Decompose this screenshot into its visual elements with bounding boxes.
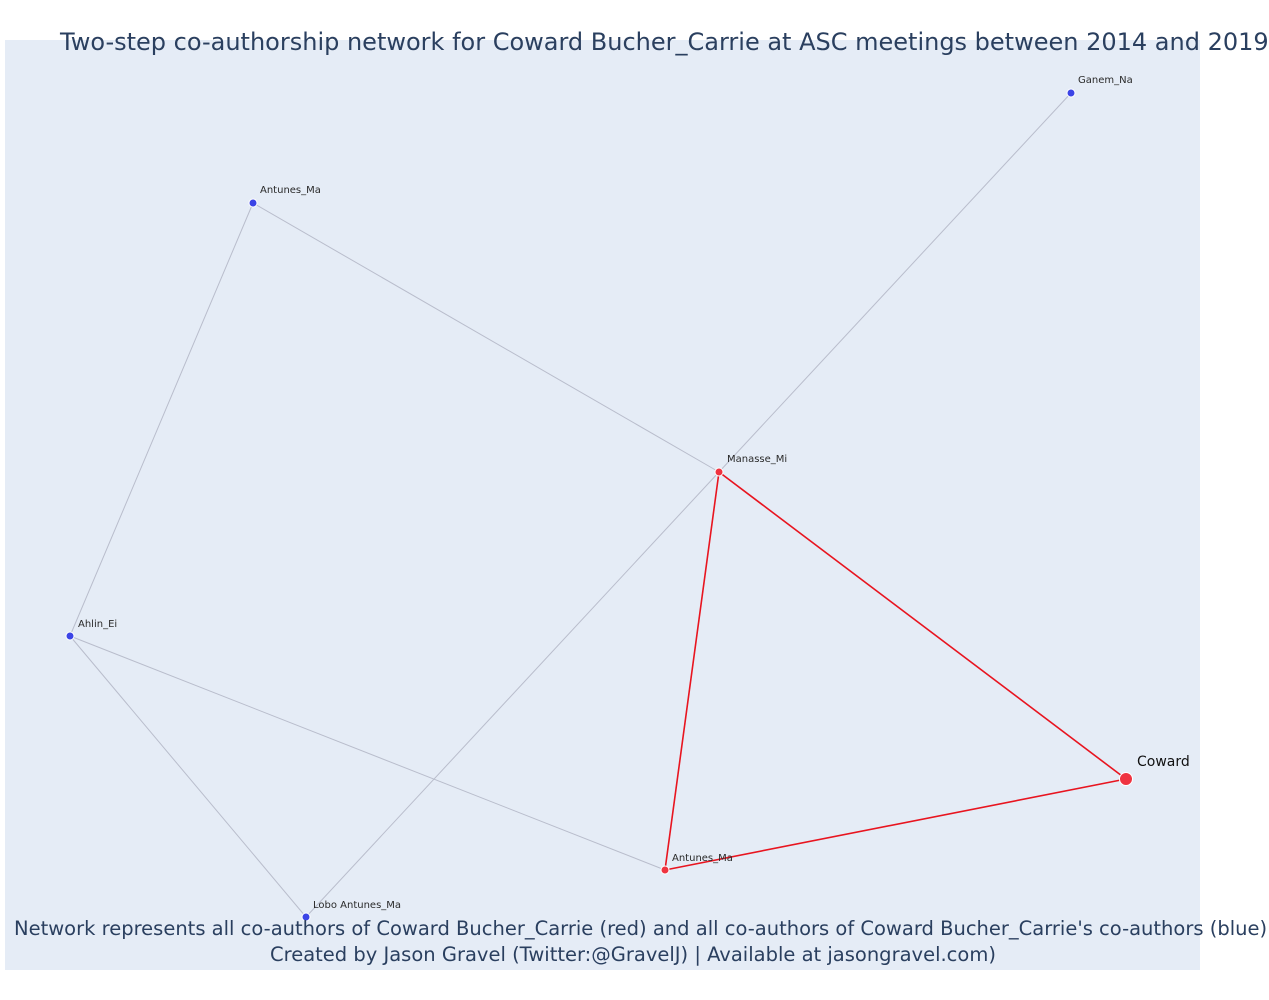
node-label-ahlin: Ahlin_Ei (78, 619, 117, 630)
edge-manasse-lobo (305, 471, 720, 918)
node-ganem[interactable] (1066, 88, 1076, 98)
edge-coward-antunes_red (664, 778, 1127, 871)
caption-line-1: Network represents all co-authors of Cow… (14, 917, 1268, 940)
node-ahlin[interactable] (65, 631, 75, 641)
edge-manasse-ganem (718, 92, 1072, 473)
node-antunes_blue[interactable] (248, 198, 258, 208)
edge-manasse-antunes_red (664, 471, 720, 871)
edge-ahlin-antunes_red (69, 635, 666, 871)
network-graph: CowardManasse_MiAntunes_MaGanem_NaAntune… (65, 75, 1190, 922)
node-lobo[interactable] (301, 912, 311, 922)
edge-manasse-antunes_blue (252, 202, 720, 473)
node-coward[interactable] (1119, 772, 1133, 786)
labels-layer: CowardManasse_MiAntunes_MaGanem_NaAntune… (78, 75, 1190, 911)
node-label-ganem: Ganem_Na (1078, 75, 1133, 86)
node-label-coward: Coward (1137, 754, 1190, 770)
edge-antunes_blue-ahlin (69, 202, 254, 637)
edge-ahlin-lobo (69, 635, 307, 918)
node-label-manasse: Manasse_Mi (727, 454, 787, 465)
node-label-antunes_red: Antunes_Ma (672, 853, 733, 864)
plot-area (5, 40, 1200, 970)
node-label-antunes_blue: Antunes_Ma (260, 185, 321, 196)
node-manasse[interactable] (714, 467, 724, 477)
node-label-lobo: Lobo Antunes_Ma (313, 900, 401, 911)
edge-coward-manasse (718, 471, 1127, 780)
chart-title: Two-step co-authorship network for Cowar… (60, 28, 1269, 56)
edges-layer (69, 92, 1127, 918)
network-figure: Two-step co-authorship network for Cowar… (5, 28, 1269, 970)
caption-line-2: Created by Jason Gravel (Twitter:@Gravel… (270, 943, 996, 966)
nodes-layer (65, 88, 1133, 922)
node-antunes_red[interactable] (660, 865, 670, 875)
